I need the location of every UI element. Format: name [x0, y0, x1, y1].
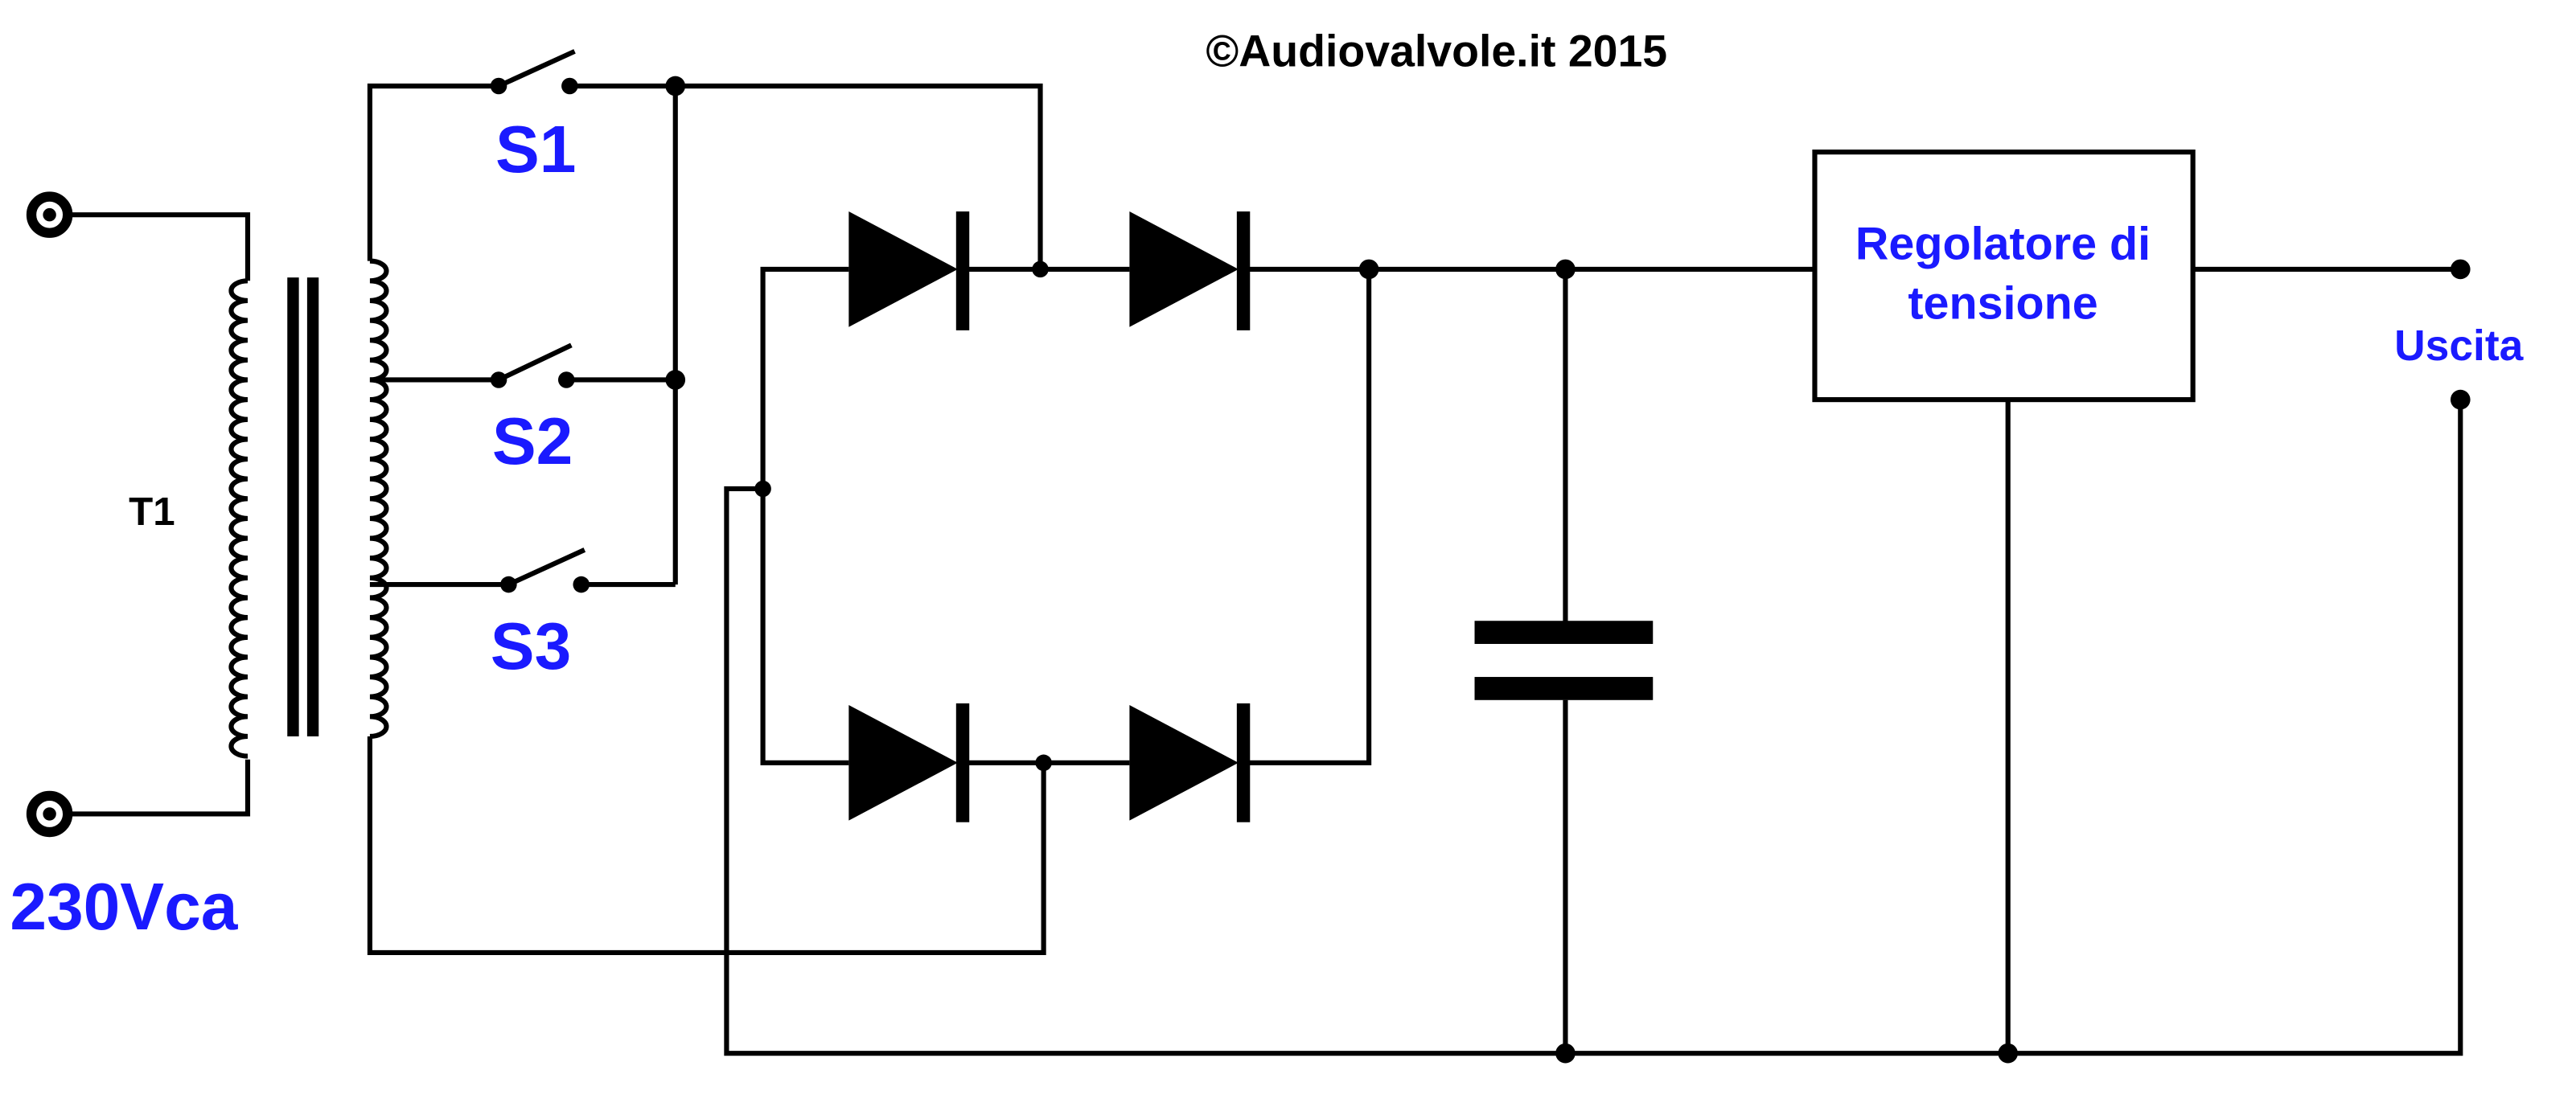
input-voltage-label: 230Vca [10, 871, 238, 944]
secondary-wires [367, 83, 1046, 956]
copyright-text: ©Audiovalvole.it 2015 [1206, 26, 1667, 76]
junction-dots [665, 76, 2019, 1064]
diode-bottom-left [848, 703, 970, 822]
filter-capacitor [1474, 621, 1654, 700]
transformer-core [287, 277, 319, 736]
output-terminal-bottom [2450, 389, 2471, 410]
transformer-secondary-coil [369, 258, 389, 740]
switch-s2 [490, 342, 575, 388]
regulator-label-line1: Regolatore di [1855, 219, 2151, 270]
transformer-primary-coil [228, 278, 249, 759]
diode-top-left [848, 211, 970, 330]
primary-wires [68, 212, 251, 817]
input-terminal-bottom [26, 790, 73, 838]
switch-s3-label: S3 [491, 610, 571, 683]
switch-s1 [490, 49, 578, 95]
regulator-label-line2: tensione [1908, 277, 2097, 329]
diode-top-right [1129, 211, 1251, 330]
switch-s3 [500, 547, 590, 593]
input-terminal-top [26, 191, 73, 238]
switch-s1-label: S1 [495, 113, 576, 187]
transformer-label: T1 [129, 490, 175, 534]
output-terminal-top [2450, 259, 2471, 280]
bridge-wires [724, 266, 2463, 1056]
switch-s2-label: S2 [492, 405, 573, 478]
voltage-regulator-box [1812, 150, 2196, 403]
diode-bottom-right [1129, 703, 1251, 822]
output-label: Uscita [2394, 322, 2525, 370]
